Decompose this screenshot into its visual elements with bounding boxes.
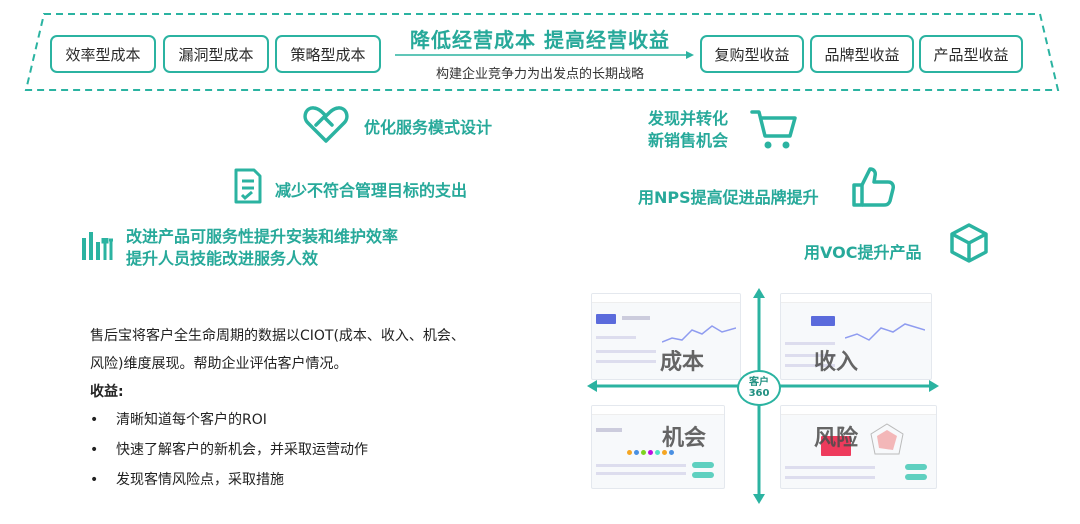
reduce-spend-text: 减少不符合管理目标的支出 [275, 181, 468, 200]
quadrant-label-income: 收入 [814, 350, 859, 375]
shopping-cart-icon [750, 110, 797, 149]
pill-strategy-cost: 策略型成本 [275, 35, 381, 73]
heart-handshake-icon [303, 106, 349, 143]
subline: 构建企业竞争力为出发点的长期战略 [435, 67, 644, 82]
bar-tools-icon [82, 232, 113, 260]
pill-product-income: 产品型收益 [919, 35, 1023, 73]
pill-loophole-cost: 漏洞型成本 [163, 35, 269, 73]
quadrant-label-opportunity: 机会 [662, 426, 707, 451]
risk-dashboard-thumbnail [780, 405, 937, 489]
dashed-frame [24, 13, 1060, 91]
dot-cluster [626, 441, 706, 455]
list-item: •清晰知道每个客户的ROI [90, 412, 267, 428]
pill-brand-income: 品牌型收益 [810, 35, 914, 73]
nps-text: 用NPS提高促进品牌提升 [638, 188, 819, 207]
pill-efficiency-cost: 效率型成本 [50, 35, 156, 73]
service-design-text: 优化服务模式设计 [364, 118, 493, 137]
list-item: •发现客情风险点，采取措施 [90, 472, 284, 488]
document-checklist-icon [234, 168, 262, 204]
quadrant-label-risk: 风险 [814, 426, 859, 451]
opportunity-dashboard-thumbnail [591, 405, 725, 489]
cost-dashboard-thumbnail [591, 293, 741, 380]
thumbs-up-icon [852, 167, 895, 207]
pill-repurchase-income: 复购型收益 [700, 35, 804, 73]
list-item: •快速了解客户的新机会，并采取运营动作 [90, 442, 368, 458]
customer-360-badge: 客户 360 [737, 370, 781, 406]
income-dashboard-thumbnail [780, 293, 932, 380]
headline: 降低经营成本 提高经营收益 [410, 28, 670, 52]
improve-text: 改进产品可服务性提升安装和维护效率 提升人员技能改进服务人效 [126, 227, 399, 268]
voc-text: 用VOC提升产品 [804, 243, 922, 262]
cube-icon [950, 223, 988, 263]
description: 售后宝将客户全生命周期的数据以CIOT(成本、收入、机会、 风险)维度展现。帮助… [90, 322, 465, 406]
quadrant-label-cost: 成本 [660, 350, 705, 375]
discover-text: 发现并转化 新销售机会 [648, 109, 729, 150]
benefit-title: 收益: [90, 384, 124, 400]
benefit-list: •清晰知道每个客户的ROI •快速了解客户的新机会，并采取运营动作 •发现客情风… [90, 409, 368, 499]
